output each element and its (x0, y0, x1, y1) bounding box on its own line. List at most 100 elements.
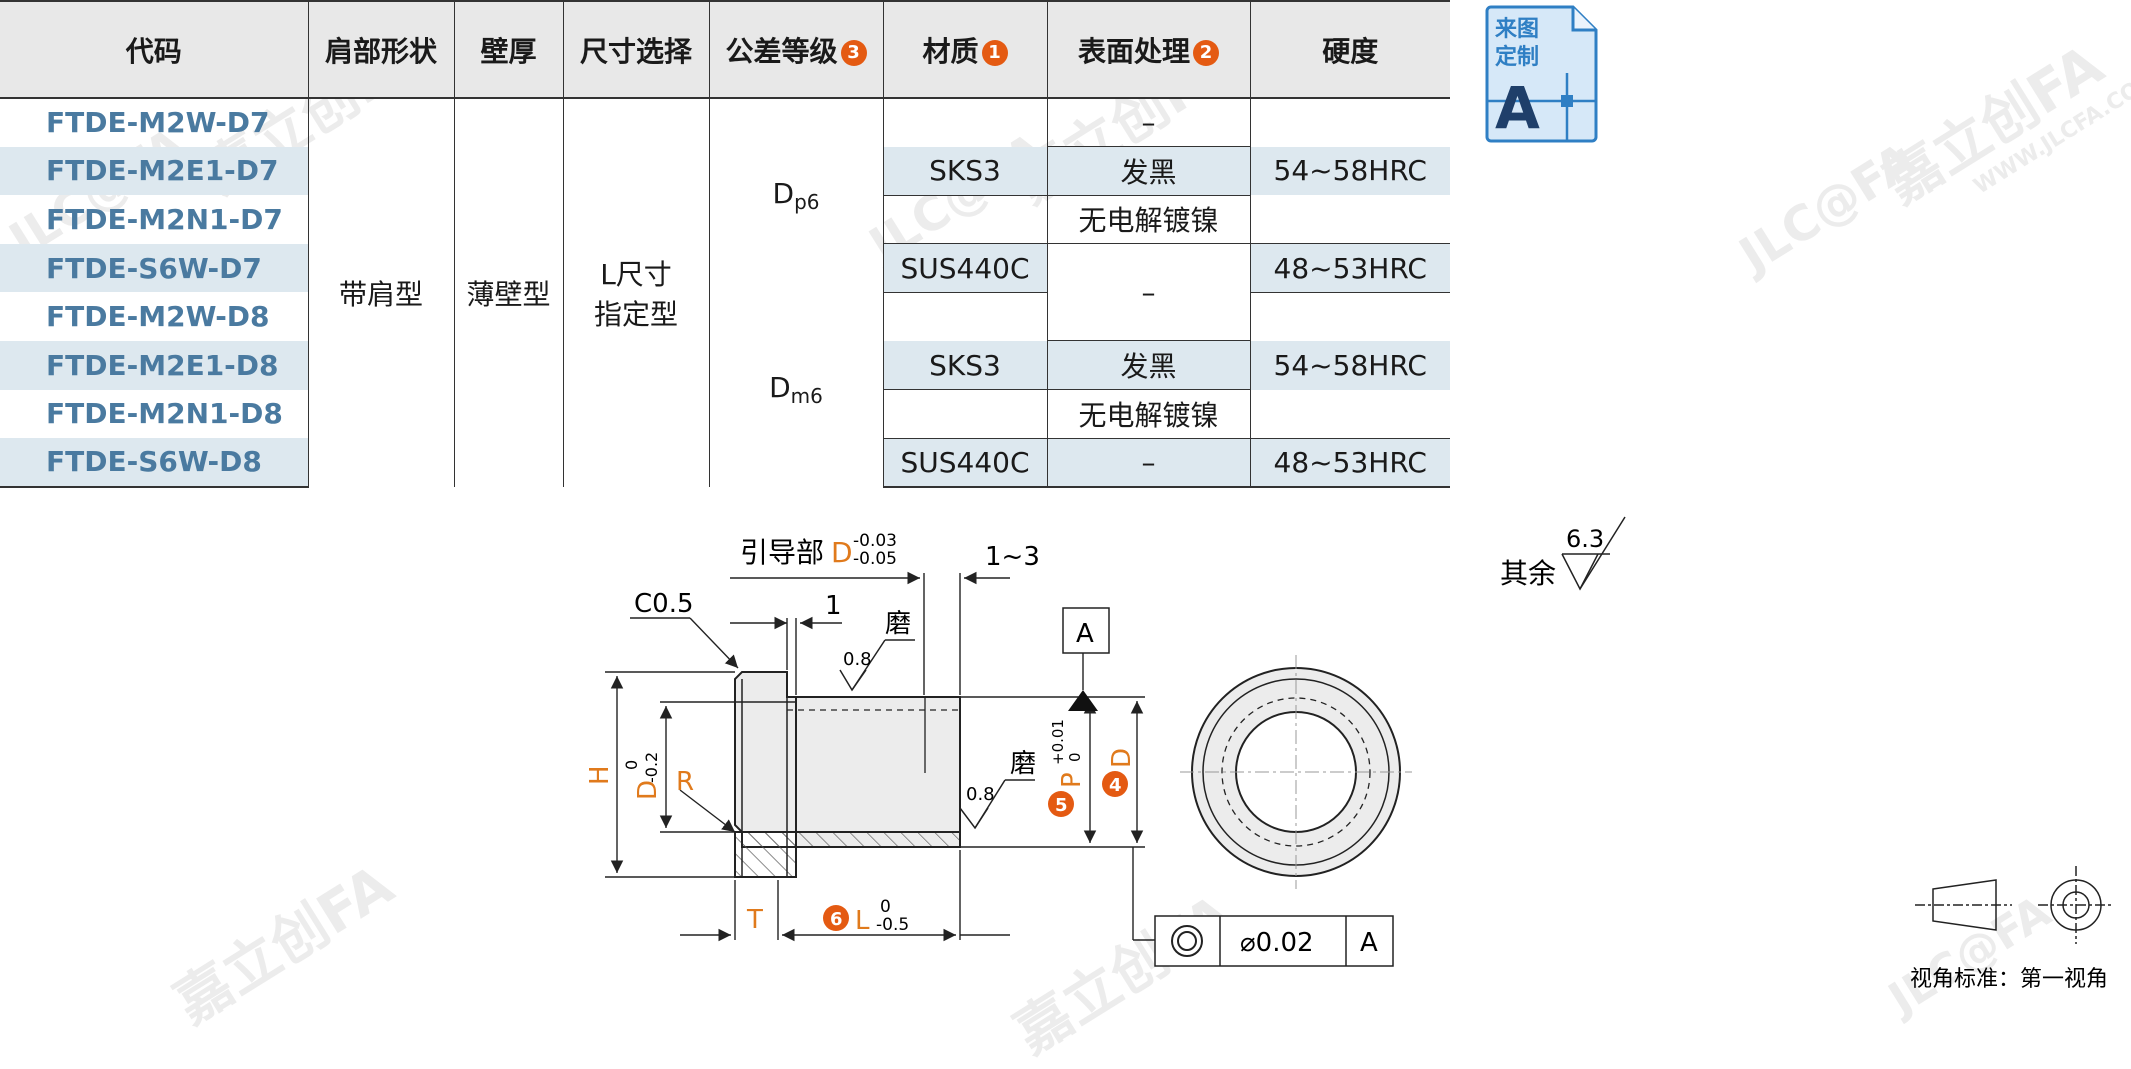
size-cell: L尺寸指定型 (563, 98, 710, 487)
grind-label: 磨 (885, 609, 911, 639)
code-cell: FTDE-M2N1-D8 (0, 389, 309, 439)
material-cell: SUS440C (883, 243, 1048, 293)
guide-d: D (831, 536, 853, 569)
concentricity-datum: A (1360, 928, 1378, 958)
concentricity-frame: ⌀0.02 A (1154, 915, 1394, 967)
d-tol-lower: -0.2 (642, 752, 661, 783)
code-cell: FTDE-S6W-D8 (0, 438, 309, 488)
size-line2: 指定型 (593, 297, 678, 331)
table-row: FTDE-M2E1-D8 SKS3 发黑 54~58HRC (0, 340, 1450, 391)
surface-cell: 发黑 (1047, 146, 1251, 196)
surface-cell: – (1047, 98, 1251, 148)
size-line1: L尺寸 (600, 257, 672, 291)
table-row: FTDE-S6W-D7 SUS440C – 48~53HRC (0, 243, 1450, 342)
roughness-rest: 其余 6.3 (1500, 516, 1626, 591)
guide-tol-upper: -0.03 (853, 531, 897, 551)
surface-badge: 2 (1193, 39, 1219, 66)
badge-6-text: 6 (830, 909, 843, 930)
table-row: FTDE-S6W-D8 SUS440C – 48~53HRC (0, 438, 1450, 488)
header-wall: 壁厚 (454, 0, 564, 99)
header-tolerance-label: 公差等级 (725, 34, 838, 68)
code-cell: FTDE-M2E1-D8 (0, 340, 309, 390)
concentricity-value: ⌀0.02 (1240, 928, 1314, 958)
badge-4-text: 4 (1109, 775, 1122, 796)
datum-box (1062, 607, 1110, 654)
hardness-cell (1250, 195, 1450, 245)
l-label: L (855, 906, 870, 936)
roughness-rest-label: 其余 (1500, 557, 1556, 590)
material-cell: SKS3 (883, 146, 1048, 196)
p-label: P (1057, 772, 1087, 788)
surface-cell: 无电解镀镍 (1047, 389, 1251, 439)
hardness-cell (1250, 98, 1450, 147)
material-cell (883, 292, 1048, 341)
tolerance-main: D (772, 177, 795, 211)
d-tol-upper: 0 (622, 760, 641, 770)
bushing-side-view (734, 671, 961, 878)
material-cell (883, 195, 1048, 245)
t-label: T (746, 905, 763, 935)
code-cell: FTDE-M2W-D7 (0, 98, 309, 147)
range-label: 1~3 (985, 542, 1040, 572)
tolerance-m6-cell: Dm6 (709, 292, 884, 487)
table-row: FTDE-M2N1-D7 无电解镀镍 (0, 195, 1450, 245)
shoulder-cell: 带肩型 (308, 98, 455, 487)
tolerance-sub: m6 (790, 384, 823, 409)
l-tol-upper: 0 (880, 897, 891, 917)
roughness-value: 0.8 (843, 649, 872, 670)
hardness-cell: 48~53HRC (1250, 243, 1450, 293)
d-outer-label: D (1107, 748, 1137, 768)
tolerance-sub: p6 (794, 190, 820, 215)
header-code: 代码 (0, 0, 309, 99)
roughness-value: 0.8 (966, 784, 995, 805)
table-row: FTDE-M2N1-D8 无电解镀镍 (0, 389, 1450, 439)
material-badge: 1 (981, 39, 1008, 66)
roughness-rest-value: 6.3 (1566, 525, 1604, 553)
tolerance-p6-cell: Dp6 (709, 98, 884, 293)
r-label: R (676, 767, 694, 797)
hardness-cell (1250, 389, 1450, 439)
table-row: FTDE-M2W-D8 Dm6 (0, 292, 1450, 487)
roughness-symbol (839, 639, 1035, 830)
hardness-cell: 54~58HRC (1250, 146, 1450, 196)
code-cell: FTDE-M2N1-D7 (0, 195, 309, 244)
code-cell: FTDE-M2E1-D7 (0, 146, 309, 196)
dimension-lines (605, 571, 1155, 942)
material-cell (883, 98, 1048, 147)
header-size: 尺寸选择 (563, 0, 710, 99)
header-material-label: 材质 (922, 34, 979, 68)
p-tol-lower: 0 (1066, 752, 1084, 762)
guide-tol-lower: -0.05 (853, 549, 897, 569)
custom-drawing-icon[interactable]: 来图 定制 A (1485, 3, 1600, 143)
dim-one: 1 (825, 591, 842, 621)
chamfer-label: C0.5 (634, 589, 694, 619)
view-standard: 视角标准：第一视角 (1910, 967, 2108, 992)
d-shoulder-label: D (633, 780, 663, 800)
l-tol-lower: -0.5 (876, 915, 909, 935)
hardness-cell (1250, 292, 1450, 341)
guide-label: 引导部 (740, 536, 824, 569)
badge-5-text: 5 (1055, 795, 1068, 816)
code-cell: FTDE-S6W-D7 (0, 243, 309, 293)
header-shoulder: 肩部形状 (308, 0, 455, 99)
icon-line1: 来图 (1494, 17, 1539, 42)
surface-cell: 无电解镀镍 (1047, 195, 1251, 245)
header-surface-label: 表面处理 (1077, 34, 1190, 68)
wall-cell: 薄壁型 (454, 98, 564, 487)
icon-letter: A (1495, 74, 1540, 142)
h-label: H (585, 765, 615, 785)
table-row: FTDE-M2E1-D7 SKS3 发黑 54~58HRC (0, 146, 1450, 196)
surface-cell: – (1047, 438, 1251, 488)
datum-triangle (1068, 690, 1098, 711)
grind-label: 磨 (1010, 749, 1036, 779)
bushing-end-view (1180, 655, 1412, 889)
projection-symbol (1915, 866, 2114, 944)
material-cell: SKS3 (883, 340, 1048, 391)
datum-label: A (1076, 619, 1094, 649)
surface-cell: – (1047, 243, 1251, 342)
